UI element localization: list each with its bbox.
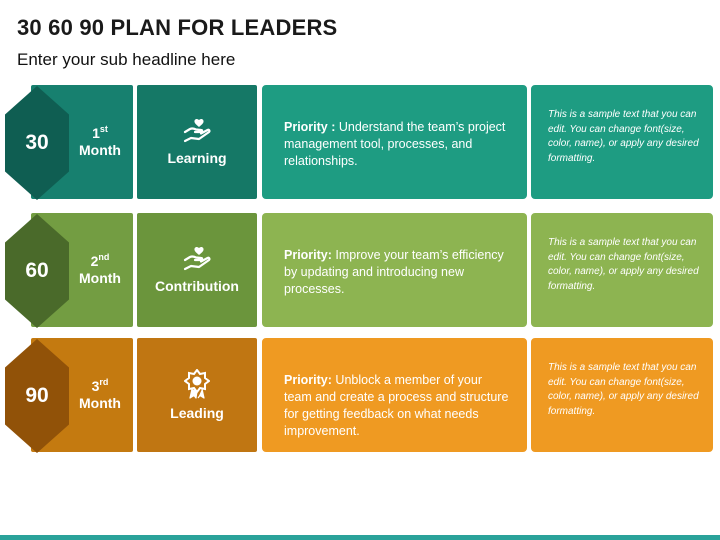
- month-ordinal: 1st: [92, 124, 108, 141]
- priority-text: Unblock a member of your team and create…: [284, 373, 509, 438]
- month-word: Month: [79, 142, 121, 158]
- day-number: 90: [25, 384, 49, 407]
- stage-label: Learning: [167, 150, 227, 166]
- month-word: Month: [79, 395, 121, 411]
- hand-heart-icon: [183, 246, 211, 271]
- sample-text: This is a sample text that you can edit.…: [548, 362, 699, 417]
- priority-text: Understand the team’s project management…: [284, 120, 506, 168]
- month-ordinal: 2nd: [90, 252, 110, 269]
- sample-text-cell: This is a sample text that you can edit.…: [530, 337, 714, 453]
- stage-label: Leading: [170, 405, 224, 421]
- plan-row-30: 30 1st Month Learning Priority : Underst…: [0, 84, 720, 202]
- day-number: 60: [25, 259, 49, 282]
- day-hexagon: 90: [5, 339, 69, 453]
- plan-row-60: 60 2nd Month Contribution Priority: Impr…: [0, 212, 720, 330]
- day-hexagon: 60: [5, 214, 69, 328]
- sample-text: This is a sample text that you can edit.…: [548, 109, 699, 164]
- stage-cell: Contribution: [136, 212, 258, 328]
- hand-heart-icon: [183, 118, 211, 143]
- priority-cell: Priority: Improve your team’s efficiency…: [261, 212, 528, 328]
- sample-text-cell: This is a sample text that you can edit.…: [530, 84, 714, 200]
- month-word: Month: [79, 270, 121, 286]
- day-hexagon: 30: [5, 86, 69, 200]
- sample-text: This is a sample text that you can edit.…: [548, 237, 699, 292]
- day-number: 30: [25, 131, 49, 154]
- priority-text: Improve your team’s efficiency by updati…: [284, 248, 504, 296]
- month-ordinal: 3rd: [91, 377, 109, 394]
- page-subtitle: Enter your sub headline here: [17, 50, 236, 69]
- priority-cell: Priority : Understand the team’s project…: [261, 84, 528, 200]
- award-ribbon-icon: [184, 369, 210, 399]
- priority-label: Priority:: [284, 373, 332, 387]
- stage-cell: Leading: [136, 337, 258, 453]
- plan-row-90: 90 3rd Month Leading Priority: Unblock a…: [0, 337, 720, 455]
- sample-text-cell: This is a sample text that you can edit.…: [530, 212, 714, 328]
- page-title: 30 60 90 PLAN FOR LEADERS: [17, 15, 338, 40]
- stage-cell: Learning: [136, 84, 258, 200]
- priority-label: Priority :: [284, 120, 336, 134]
- priority-label: Priority:: [284, 248, 332, 262]
- priority-cell: Priority: Unblock a member of your team …: [261, 337, 528, 453]
- footer-bar: [0, 535, 720, 540]
- stage-label: Contribution: [155, 278, 239, 294]
